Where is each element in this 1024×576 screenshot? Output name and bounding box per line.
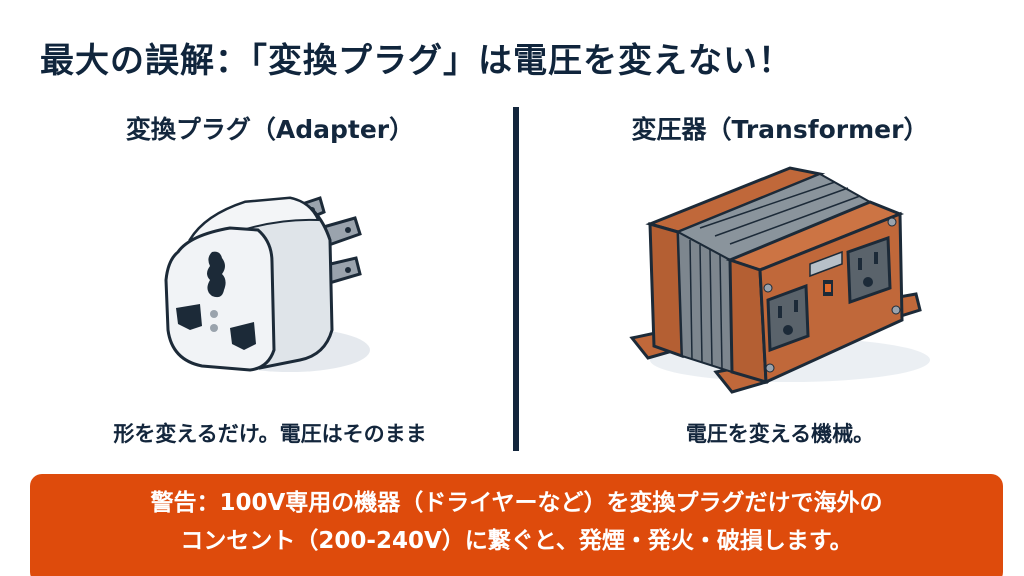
warning-banner: 警告：100V専用の機器（ドライヤーなど）を変換プラグだけで海外の コンセント（…: [30, 474, 1003, 576]
travel-adapter-plug-icon: [150, 180, 380, 400]
transformer-heading: 変圧器（Transformer）: [631, 115, 929, 144]
adapter-heading: 変換プラグ（Adapter）: [125, 115, 415, 144]
transformer-caption: 電圧を変える機械。: [685, 422, 875, 446]
warning-line-1: 警告：100V専用の機器（ドライヤーなど）を変換プラグだけで海外の: [150, 490, 883, 516]
column-divider: [513, 107, 519, 451]
page-title: 最大の誤解：「変換プラグ」は電圧を変えない！: [40, 41, 793, 81]
warning-line-2: コンセント（200-240V）に繋ぐと、発煙・発火・破損します。: [180, 528, 853, 554]
adapter-caption: 形を変えるだけ。電圧はそのまま: [113, 422, 427, 446]
voltage-transformer-icon: [620, 160, 930, 400]
